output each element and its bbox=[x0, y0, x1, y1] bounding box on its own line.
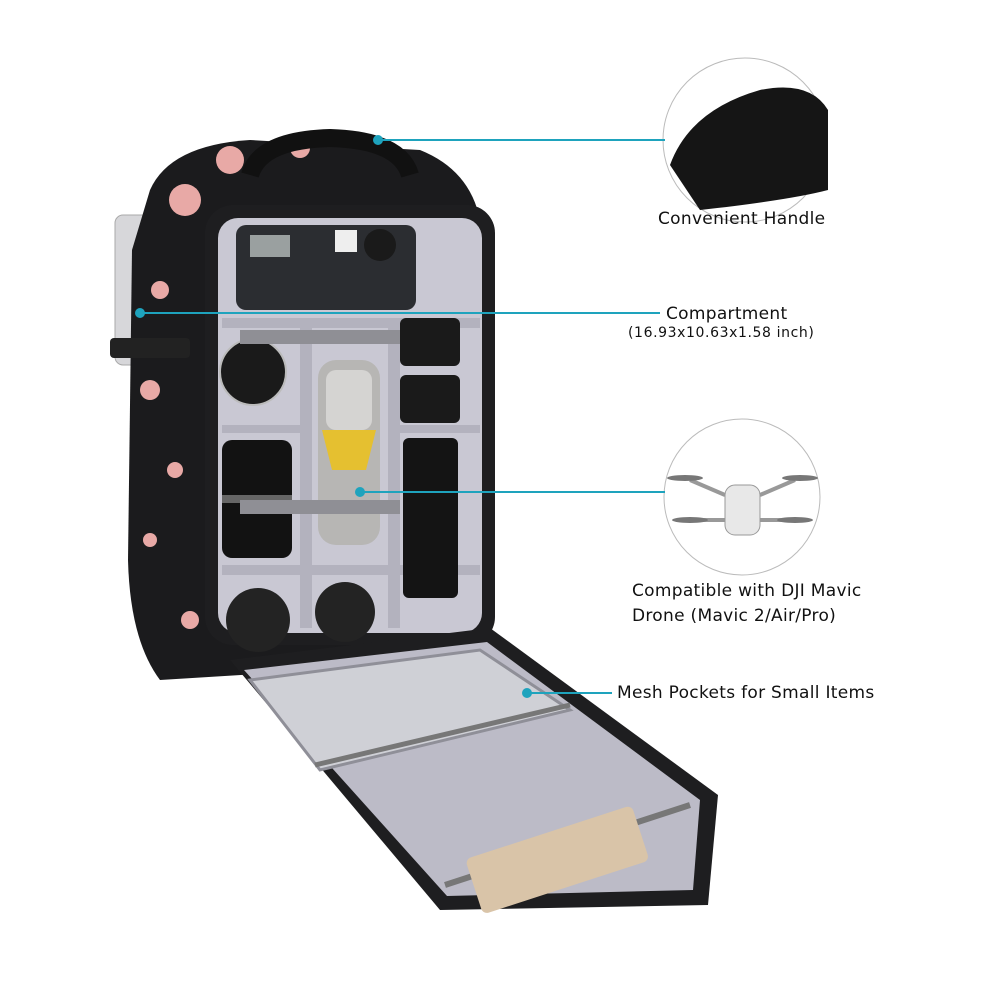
battery bbox=[400, 375, 460, 423]
floral-pattern bbox=[140, 138, 310, 629]
lens-bottom bbox=[226, 588, 290, 652]
drone-closeup-image bbox=[667, 475, 818, 536]
callout-compartment-label: Compartment bbox=[666, 304, 788, 324]
tablet-image bbox=[466, 806, 648, 913]
side-strap bbox=[110, 338, 190, 358]
callout-drone-label-line2: Drone (Mavic 2/Air/Pro) bbox=[632, 606, 837, 626]
callout-drone-label-line1: Compatible with DJI Mavic bbox=[632, 581, 862, 601]
drone-image bbox=[318, 360, 380, 545]
lens-bottom bbox=[315, 582, 375, 642]
callout-mesh-label: Mesh Pockets for Small Items bbox=[617, 683, 875, 703]
callout-lines bbox=[135, 135, 665, 698]
handle bbox=[241, 128, 419, 179]
mesh-pocket bbox=[247, 648, 574, 772]
callout-compartment-size: (16.93x10.63x1.58 inch) bbox=[628, 325, 815, 341]
dividers bbox=[222, 318, 480, 628]
lens-cap bbox=[219, 338, 287, 406]
camera-image bbox=[236, 225, 416, 310]
callout-handle-label: Convenient Handle bbox=[658, 209, 826, 229]
battery bbox=[400, 318, 460, 366]
flash-image bbox=[403, 438, 458, 598]
